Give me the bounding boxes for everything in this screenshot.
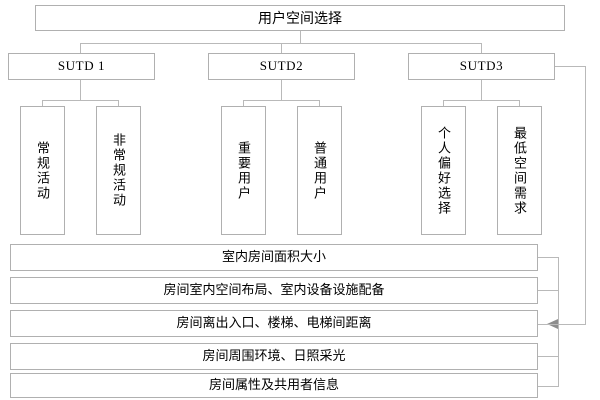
leaf-node-ordinary-user: 普通用户 bbox=[297, 106, 342, 235]
connector-drop-sutd2 bbox=[281, 43, 282, 53]
leaf-node-personal-preference: 个人偏好选择 bbox=[421, 106, 466, 235]
connector-attribute-tap-5 bbox=[538, 386, 559, 387]
connector-sutd2-drop-left bbox=[243, 100, 244, 106]
connector-sutd3-bus bbox=[443, 100, 520, 101]
connector-sutd3-drop-right bbox=[519, 100, 520, 106]
connector-level2-bus bbox=[80, 43, 481, 44]
node-sutd-2: SUTD2 bbox=[208, 53, 355, 80]
leaf-node-regular-activity: 常规活动 bbox=[20, 106, 65, 235]
connector-sutd2-bus bbox=[243, 100, 320, 101]
connector-sutd1-stem bbox=[80, 80, 81, 100]
connector-sutd2-drop-right bbox=[319, 100, 320, 106]
connector-sutd3-drop-left bbox=[443, 100, 444, 106]
attribute-row-distance-to-exits: 房间离出入口、楼梯、电梯间距离 bbox=[10, 310, 538, 337]
connector-attribute-tap-1 bbox=[538, 257, 559, 258]
connector-sutd1-drop-right bbox=[118, 100, 119, 106]
connector-root-stem bbox=[300, 31, 301, 43]
connector-attribute-tap-2 bbox=[538, 290, 559, 291]
attribute-row-room-properties-sharers: 房间属性及共用者信息 bbox=[10, 373, 538, 398]
connector-attribute-tap-4 bbox=[538, 356, 559, 357]
node-sutd-3: SUTD3 bbox=[408, 53, 555, 80]
connector-drop-sutd3 bbox=[481, 43, 482, 53]
connector-sutd1-drop-left bbox=[42, 100, 43, 106]
root-node-user-space-selection: 用户空间选择 bbox=[35, 5, 565, 31]
connector-drop-sutd1 bbox=[80, 43, 81, 53]
attribute-row-interior-layout: 房间室内空间布局、室内设备设施配备 bbox=[10, 277, 538, 304]
connector-sutd3-stem bbox=[481, 80, 482, 100]
attribute-row-surroundings-daylight: 房间周围环境、日照采光 bbox=[10, 343, 538, 370]
leaf-node-minimum-space-requirement: 最低空间需求 bbox=[497, 106, 542, 235]
leaf-node-important-user: 重要用户 bbox=[221, 106, 266, 235]
node-sutd-1: SUTD 1 bbox=[8, 53, 155, 80]
connector-feedback-vertical bbox=[585, 66, 586, 324]
connector-sutd2-stem bbox=[281, 80, 282, 100]
attribute-row-room-area: 室内房间面积大小 bbox=[10, 244, 538, 271]
leaf-node-irregular-activity: 非常规活动 bbox=[96, 106, 141, 235]
connector-sutd3-right-stub bbox=[555, 66, 585, 67]
connector-attribute-collector-bus bbox=[558, 257, 559, 386]
connector-feedback-horizontal bbox=[558, 324, 586, 325]
connector-attribute-tap-3 bbox=[538, 324, 559, 325]
connector-sutd1-bus bbox=[42, 100, 119, 101]
